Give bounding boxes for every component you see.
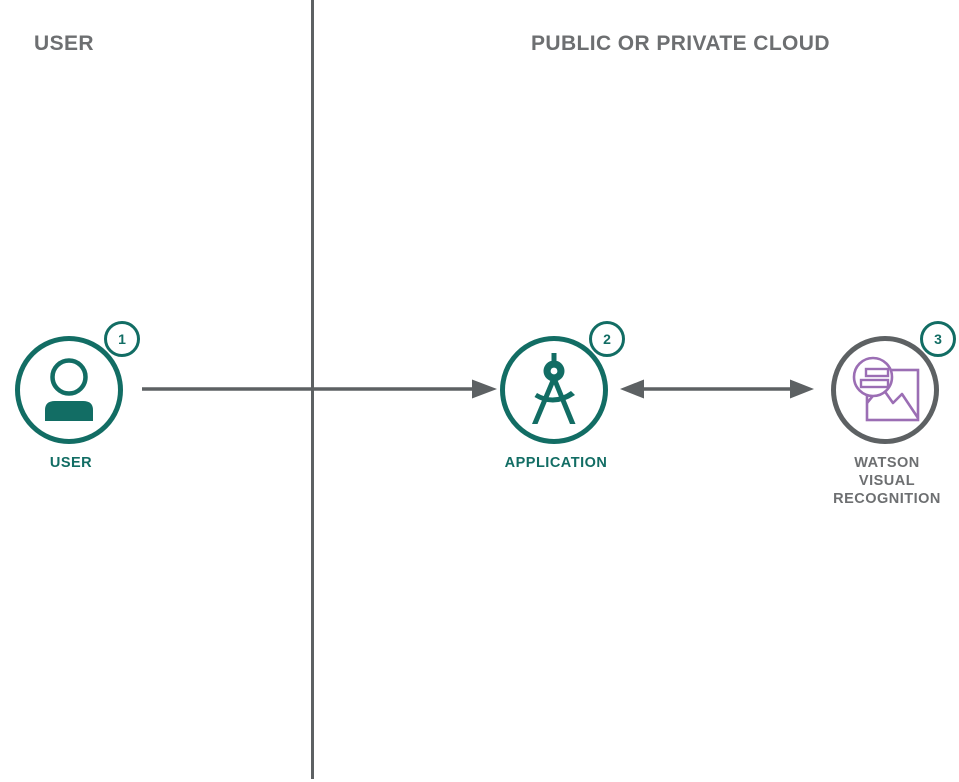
node-user[interactable]: 1 USER: [15, 321, 140, 472]
node-application-label: APPLICATION: [504, 455, 608, 471]
node-application-circle: 2: [500, 321, 625, 444]
node-user-badge: 1: [104, 321, 140, 357]
node-application[interactable]: 2 APPLICATION: [500, 321, 625, 472]
drafting-compass-icon: [505, 341, 603, 439]
node-user-label: USER: [49, 455, 93, 471]
user-person-icon: [20, 341, 118, 439]
node-watson-badge: 3: [920, 321, 956, 357]
visual-recognition-image-icon: [836, 341, 934, 439]
node-application-badge: 2: [589, 321, 625, 357]
zone-title-user: USER: [34, 32, 94, 55]
node-user-circle: 1: [15, 321, 140, 444]
arrow-user-to-application: [142, 376, 497, 407]
zone-title-cloud: PUBLIC OR PRIVATE CLOUD: [531, 32, 830, 55]
node-watson-visual-recognition[interactable]: 3 WATSON VISUAL RECOGNITION: [831, 321, 956, 508]
node-watson-label: WATSON VISUAL RECOGNITION: [833, 455, 941, 507]
node-watson-circle: 3: [831, 321, 956, 444]
arrow-application-to-watson: [620, 376, 814, 407]
